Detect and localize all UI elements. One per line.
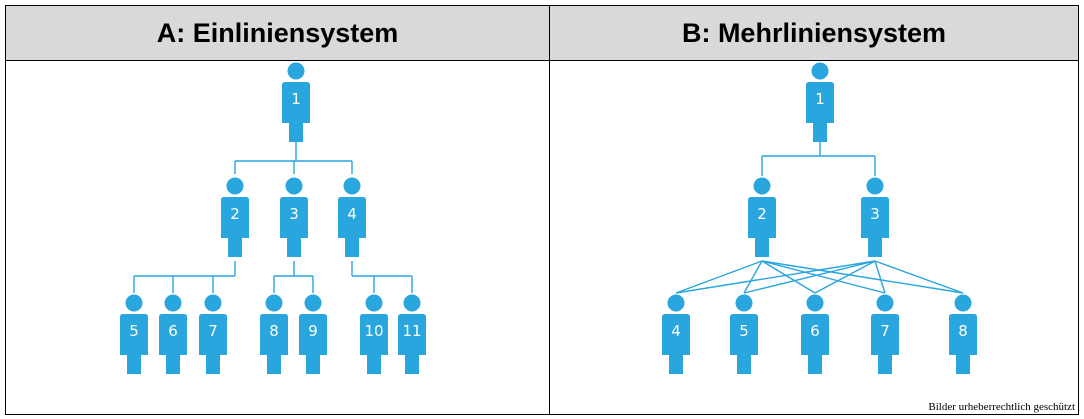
person-icon: 6	[801, 294, 829, 374]
person-icon: 7	[871, 294, 899, 374]
person-icon: 1	[282, 62, 310, 142]
person-number: 11	[402, 322, 421, 340]
person-head	[866, 177, 884, 195]
person-body	[199, 314, 227, 374]
person-body	[949, 314, 977, 374]
person-icon: 2	[221, 177, 249, 257]
person-body	[260, 314, 288, 374]
header-divider	[5, 60, 1079, 61]
person-number: 5	[739, 322, 749, 340]
connector	[814, 260, 876, 294]
person-head	[343, 177, 361, 195]
person-icon: 3	[861, 177, 889, 257]
person-head	[304, 294, 322, 312]
person-body	[801, 314, 829, 374]
person-head	[954, 294, 972, 312]
connector	[874, 260, 886, 294]
person-number: 1	[291, 90, 301, 108]
person-number: 2	[757, 205, 767, 223]
person-body	[282, 82, 310, 142]
person-body	[861, 197, 889, 257]
connector	[675, 260, 876, 294]
person-icon: 5	[120, 294, 148, 374]
person-number: 5	[129, 322, 139, 340]
person-body	[871, 314, 899, 374]
person-icon: 3	[280, 177, 308, 257]
table-frame	[5, 5, 1079, 415]
person-number: 8	[269, 322, 279, 340]
panel-b-title: B: Mehrliniensystem	[550, 6, 1078, 60]
person-head	[125, 294, 143, 312]
person-number: 1	[815, 90, 825, 108]
person-head	[806, 294, 824, 312]
person-icon: 1	[806, 62, 834, 142]
person-head	[876, 294, 894, 312]
person-body	[806, 82, 834, 142]
person-icon: 8	[949, 294, 977, 374]
person-body	[221, 197, 249, 257]
person-number: 6	[168, 322, 178, 340]
connector	[743, 260, 876, 294]
multi-line-org-chart: 1 2 3 4 5 6 7 8	[662, 62, 977, 374]
person-body	[159, 314, 187, 374]
person-head	[164, 294, 182, 312]
person-body	[748, 197, 776, 257]
person-body	[299, 314, 327, 374]
person-body	[338, 197, 366, 257]
person-head	[735, 294, 753, 312]
copyright-note: Bilder urheberrechtlich geschützt	[928, 401, 1075, 413]
person-head	[287, 62, 305, 80]
panel-a-diagram: 1 2 3 4 5 6 7 8 9 10 11	[6, 61, 549, 414]
person-head	[403, 294, 421, 312]
person-number: 4	[671, 322, 681, 340]
person-number: 7	[208, 322, 218, 340]
person-number: 2	[230, 205, 240, 223]
person-icon: 4	[662, 294, 690, 374]
single-line-org-chart: 1 2 3 4 5 6 7 8 9 10 11	[120, 62, 426, 374]
connector	[761, 260, 964, 294]
person-head	[365, 294, 383, 312]
person-head	[667, 294, 685, 312]
person-number: 3	[870, 205, 880, 223]
person-icon: 8	[260, 294, 288, 374]
person-head	[753, 177, 771, 195]
person-icon: 10	[360, 294, 388, 374]
connector	[874, 260, 964, 294]
person-body	[280, 197, 308, 257]
person-number: 9	[308, 322, 318, 340]
person-number: 8	[958, 322, 968, 340]
connector	[675, 260, 763, 294]
person-number: 4	[347, 205, 357, 223]
person-icon: 6	[159, 294, 187, 374]
person-body	[360, 314, 388, 374]
person-head	[204, 294, 222, 312]
person-body	[730, 314, 758, 374]
person-icon: 4	[338, 177, 366, 257]
column-divider	[549, 5, 550, 415]
person-number: 7	[880, 322, 890, 340]
connector	[761, 260, 816, 294]
connector	[743, 260, 763, 294]
person-body	[662, 314, 690, 374]
panel-a-title: A: Einliniensystem	[6, 6, 549, 60]
person-number: 10	[364, 322, 383, 340]
person-icon: 5	[730, 294, 758, 374]
person-icon: 7	[199, 294, 227, 374]
person-icon: 9	[299, 294, 327, 374]
person-icon: 2	[748, 177, 776, 257]
person-body	[120, 314, 148, 374]
person-body	[398, 314, 426, 374]
person-head	[226, 177, 244, 195]
person-number: 3	[289, 205, 299, 223]
panel-b-diagram: 1 2 3 4 5 6 7 8	[550, 61, 1078, 414]
person-number: 6	[810, 322, 820, 340]
person-icon: 11	[398, 294, 426, 374]
connector	[761, 260, 886, 294]
person-head	[811, 62, 829, 80]
person-head	[265, 294, 283, 312]
person-head	[285, 177, 303, 195]
